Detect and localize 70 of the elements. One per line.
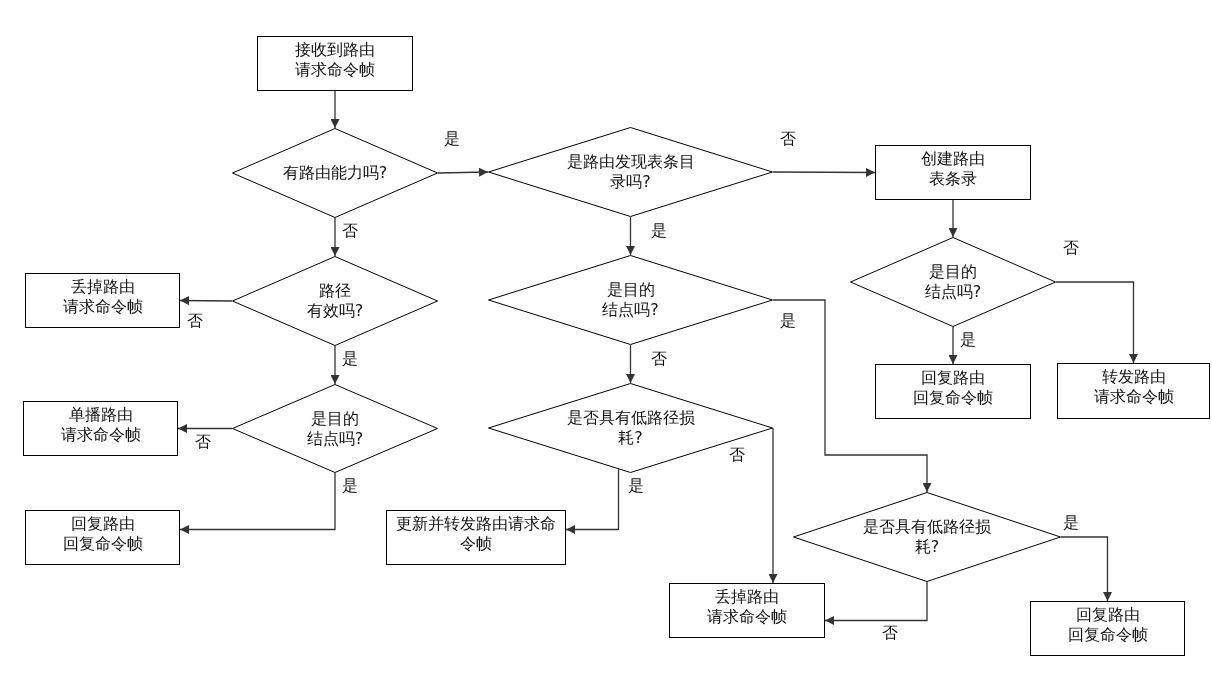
edge-label: 否 [186, 311, 204, 329]
flow-arrow [768, 427, 778, 584]
question-text: 是否具有低路径损耗? [863, 517, 991, 557]
edge-label: 否 [779, 129, 797, 147]
decision-diamond [232, 128, 438, 218]
step-text: 回复路由回复命令帧 [62, 514, 143, 554]
process-box [386, 510, 566, 565]
process-box [669, 583, 825, 638]
flow-arrow [177, 424, 233, 433]
edge-label: 否 [881, 623, 899, 641]
question-text: 路径有效吗? [306, 281, 364, 321]
question-text: 是目的结点吗? [924, 262, 982, 302]
question-text: 有路由能力吗? [282, 163, 388, 183]
edge-label: 是 [650, 221, 668, 239]
flow-arrow [330, 345, 340, 385]
flow-arrow [330, 90, 340, 129]
flow-arrow [1060, 536, 1112, 602]
decision-diamond [850, 237, 1056, 327]
decision-diamond [793, 492, 1061, 582]
flow-arrow [772, 167, 876, 177]
process-box [875, 145, 1031, 200]
step-text: 转发路由请求命令帧 [1093, 367, 1174, 407]
step-text: 丢掉路由请求命令帧 [707, 587, 787, 627]
flow-arrow [824, 581, 928, 625]
question-text: 是目的结点吗? [306, 408, 364, 449]
decision-diamond [232, 384, 438, 473]
edge-label: 否 [341, 221, 359, 239]
edge-label: 是 [443, 129, 461, 147]
flow-arrow [626, 216, 635, 256]
decision-diamond [488, 255, 773, 345]
step-text: 单播路由请求命令帧 [60, 405, 141, 445]
flow-arrow [565, 468, 620, 534]
process-box [1057, 363, 1210, 419]
step-text: 丢掉路由请求命令帧 [62, 277, 143, 317]
flow-arrow [437, 167, 489, 177]
decision-diamond [488, 383, 773, 473]
question-text: 是否具有低路径损耗? [566, 408, 695, 448]
step-text: 回复路由回复命令帧 [913, 368, 993, 408]
flow-arrow [948, 199, 958, 238]
edge-label: 是 [341, 349, 359, 367]
process-box [257, 36, 413, 91]
flow-arrow [179, 472, 336, 534]
flow-arrow [948, 326, 958, 365]
edge-label: 否 [194, 432, 212, 450]
edge-label: 是 [1062, 513, 1080, 531]
step-text: 接收到路由请求命令帧 [295, 40, 375, 80]
process-box [23, 401, 178, 456]
decision-diamond [488, 127, 773, 217]
step-text: 创建路由表条录 [921, 149, 985, 189]
process-box [25, 510, 180, 565]
flow-arrow [330, 217, 340, 257]
edge-label: 是 [959, 330, 977, 348]
step-text: 更新并转发路由请求命令帧 [396, 514, 556, 554]
flow-arrow [772, 299, 932, 493]
edge-label: 是 [627, 476, 645, 494]
process-box [875, 364, 1031, 419]
process-box [1030, 601, 1185, 656]
edge-label: 否 [1062, 238, 1080, 256]
edge-label: 否 [728, 445, 746, 463]
edge-label: 否 [650, 349, 668, 367]
process-box [25, 273, 180, 328]
flow-arrow [626, 344, 635, 384]
edge-label: 是 [779, 311, 797, 329]
step-text: 回复路由回复命令帧 [1067, 605, 1148, 645]
flow-arrow [1055, 281, 1138, 364]
edge-label: 是 [341, 476, 359, 494]
question-text: 是目的结点吗? [602, 280, 659, 320]
question-text: 是路由发现表条目录吗? [566, 152, 695, 192]
decision-diamond [232, 256, 438, 346]
flow-arrow [179, 296, 233, 306]
